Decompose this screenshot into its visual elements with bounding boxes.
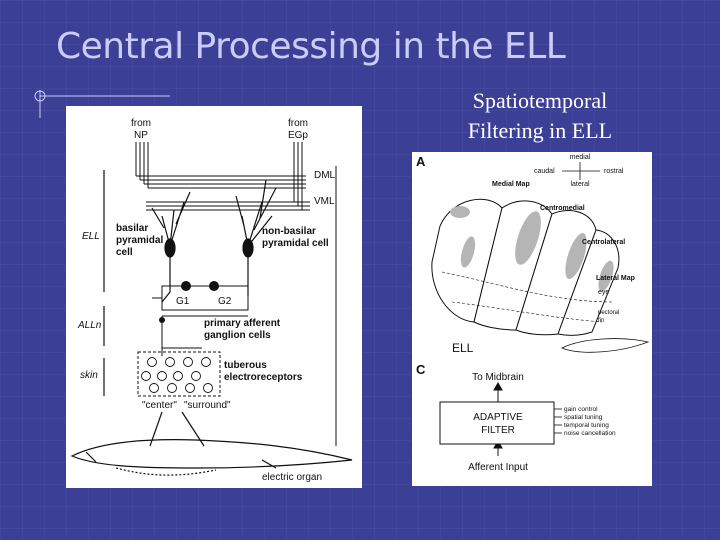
fish-outline: [561, 338, 650, 353]
g1-cell: [181, 281, 191, 291]
slide-title: Central Processing in the ELL: [56, 26, 566, 67]
panel-c-label: C: [416, 362, 426, 377]
compass-caudal: caudal: [534, 168, 555, 175]
ell-maps-svg: A medial caudal rostral lateral Medial M…: [416, 154, 650, 473]
ell-internal-lines: [441, 271, 613, 323]
ell-maps-figure: A medial caudal rostral lateral Medial M…: [412, 152, 652, 486]
surround-label: "surround": [184, 400, 231, 411]
electroreceptor-array: [137, 351, 221, 397]
basilar-label-1: basilar: [116, 223, 148, 234]
filter-input-arrows: [554, 408, 562, 434]
from-np-label-2: NP: [134, 130, 148, 141]
center-label: "center": [142, 400, 177, 411]
ell-layer-label: ELL: [82, 231, 100, 242]
basilar-label-2: pyramidal: [116, 235, 163, 246]
input-noise-cancellation: noise cancellation: [564, 430, 616, 437]
from-np-label-1: from: [131, 118, 151, 129]
adaptive-filter-box: [439, 401, 555, 445]
lateral-map-label: Lateral Map: [596, 275, 635, 282]
basilar-pyramidal-cell: [151, 191, 191, 303]
ell-map-shading: [450, 206, 614, 292]
panel-a-label: A: [416, 154, 426, 169]
medial-map-label: Medial Map: [492, 181, 530, 188]
alln-label: ALLn: [77, 320, 102, 331]
dml-label: DML: [314, 170, 336, 181]
slide-subtitle: Spatiotemporal Filtering in ELL: [420, 86, 660, 146]
ell-circuit-svg: from NP from EGp DML VML ELL ALLn skin b…: [70, 118, 353, 483]
primary-afferent-label-2: ganglion cells: [204, 330, 271, 341]
subtitle-line-1: Spatiotemporal: [472, 88, 608, 113]
pectoral-label-2: fin: [598, 318, 604, 324]
orientation-compass: [562, 162, 600, 180]
electric-fish: [70, 411, 353, 476]
non-basilar-label-2: pyramidal cell: [262, 238, 329, 249]
from-egp-label-1: from: [288, 118, 308, 129]
centrolateral-label: Centrolateral: [582, 239, 625, 246]
compass-rostral: rostral: [604, 168, 624, 175]
basilar-label-3: cell: [116, 247, 133, 258]
tuberous-label-2: electroreceptors: [224, 372, 303, 383]
input-spatial-tuning: spatial tuning: [564, 414, 603, 421]
adaptive-filter-line-2: FILTER: [481, 425, 515, 436]
input-gain-control: gain control: [564, 406, 598, 413]
skin-label: skin: [80, 370, 98, 381]
ganglion-cell-dot: [159, 317, 165, 323]
to-midbrain-label: To Midbrain: [472, 372, 524, 383]
g2-cell: [209, 281, 219, 291]
ell-map-label: ELL: [452, 341, 474, 355]
vml-label: VML: [314, 196, 335, 207]
g2-label: G2: [218, 296, 232, 307]
g1-label: G1: [176, 296, 190, 307]
parallel-fibers: [135, 142, 337, 446]
afferent-input-label: Afferent Input: [468, 462, 528, 473]
centromedial-label: Centromedial: [540, 205, 585, 212]
adaptive-filter-line-1: ADAPTIVE: [473, 412, 523, 423]
electric-organ-label: electric organ: [262, 472, 322, 483]
pectoral-label-1: pectoral: [598, 310, 619, 316]
non-basilar-label-1: non-basilar: [262, 226, 316, 237]
eye-label: eye: [598, 289, 609, 296]
compass-lateral: lateral: [570, 181, 590, 188]
ell-segments: [431, 198, 620, 336]
subtitle-line-2: Filtering in ELL: [467, 118, 613, 143]
from-egp-label-2: EGp: [288, 130, 308, 141]
tuberous-label-1: tuberous: [224, 360, 267, 371]
primary-afferent-label-1: primary afferent: [204, 318, 281, 329]
non-basilar-pyramidal-cell: [235, 179, 277, 296]
ell-circuit-figure: from NP from EGp DML VML ELL ALLn skin b…: [66, 106, 362, 488]
compass-medial: medial: [570, 154, 591, 161]
corner-decoration: [34, 90, 170, 118]
input-temporal-tuning: temporal tuning: [564, 422, 609, 429]
